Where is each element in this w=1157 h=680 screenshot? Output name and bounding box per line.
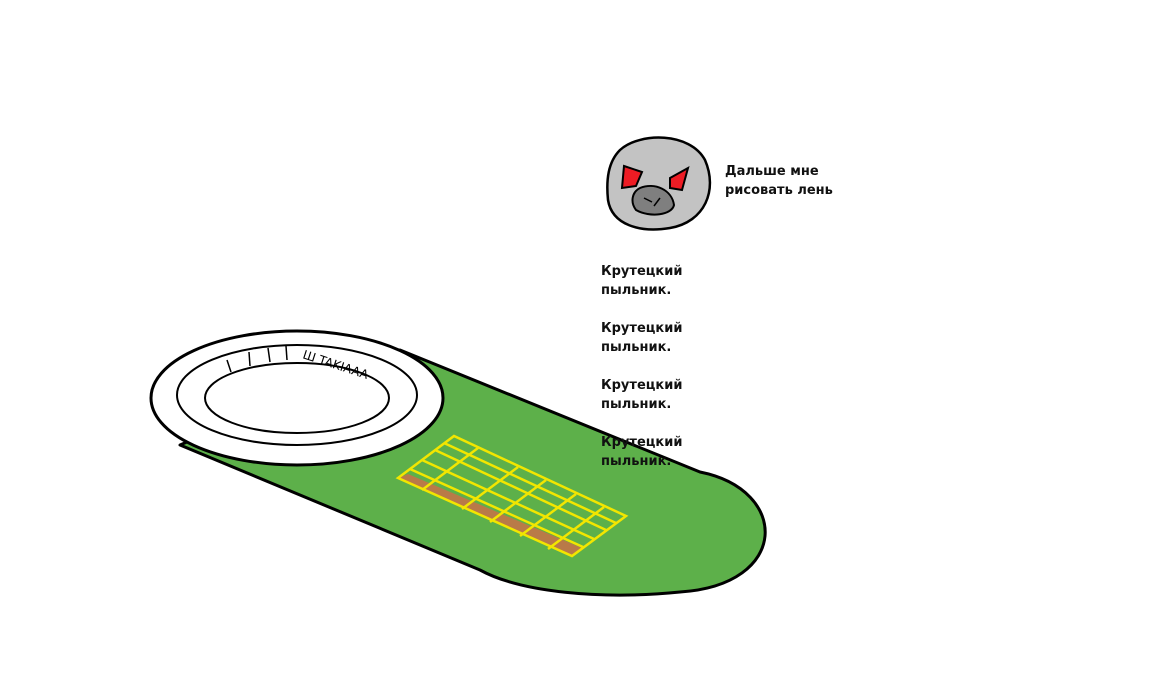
face-nose [631, 185, 676, 216]
grid-line [461, 466, 519, 510]
grid-line [421, 458, 595, 541]
caption-item: Крутецкий пыльник. [601, 264, 683, 298]
grid-line [434, 448, 607, 532]
caption-item: Крутецкий пыльник. [601, 435, 683, 469]
caption-list: Крутецкий пыльник. Крутецкий пыльник. Кр… [601, 243, 682, 490]
grid-stripe [398, 474, 582, 556]
grid-line [547, 506, 605, 550]
grid-line [409, 467, 584, 549]
wheel-pockets [226, 345, 288, 373]
left-eye [620, 164, 644, 190]
caption-item: Крутецкий пыльник. [601, 378, 683, 412]
roulette-wheel-icon: Ш TAKIAAA [149, 329, 445, 467]
wheel-center [204, 362, 390, 434]
creature-face-icon [606, 136, 712, 231]
betting-grid [395, 434, 629, 558]
grid-line [519, 493, 577, 537]
grid-line [443, 441, 617, 525]
speech-text: Дальше мне рисовать лень [725, 164, 833, 198]
right-eye [669, 165, 690, 192]
grid-line [489, 479, 547, 523]
grid-line [421, 447, 479, 491]
nose-mark [643, 197, 661, 207]
caption-item: Крутецкий пыльник. [601, 321, 683, 355]
